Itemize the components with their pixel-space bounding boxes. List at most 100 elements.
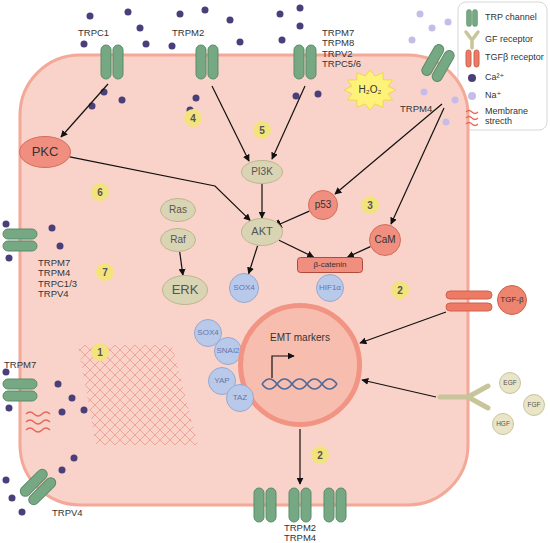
signal-arrow (272, 86, 305, 159)
callout-number: 1 (91, 343, 109, 361)
calcium-ion (6, 405, 13, 412)
sodium-ion (452, 97, 459, 104)
channel-label: TRPM2 TRPM4 (275, 523, 325, 543)
factor-circle: HIF1α (316, 274, 344, 302)
legend-text: Na⁺ (485, 91, 545, 101)
legend-text: GF receptor (485, 35, 545, 45)
kinase-oval: PI3K (241, 160, 283, 184)
node-text: Ras (169, 205, 187, 216)
signal-arrow (362, 380, 436, 397)
nucleus-shape (241, 306, 360, 425)
legend-text: Membrane strecth (485, 107, 545, 127)
calcium-ion (3, 221, 10, 228)
gf-receptor (466, 32, 478, 48)
protein-box: β-catenin (297, 257, 363, 273)
calcium-ion (237, 39, 244, 46)
channel-label: TRPM7 TRPM4 TRPC1/3 TRPV4 (38, 258, 80, 300)
nucleus: EMT markers (238, 303, 362, 427)
trp-channel (18, 467, 58, 507)
calcium-ion (57, 243, 64, 250)
node-text: p53 (315, 200, 332, 211)
callout-number: 4 (184, 109, 202, 127)
legend-swatch (468, 92, 476, 100)
signal-arrow (299, 429, 300, 484)
trp-channel (467, 10, 478, 27)
calcium-ion (59, 409, 66, 416)
trp-channel (101, 45, 123, 79)
channel-label: TRPM2 (172, 28, 212, 38)
signal-arrow (360, 312, 446, 343)
inhibition-line (280, 211, 310, 224)
tgfb-receptor (446, 303, 492, 311)
kinase-oval: Raf (160, 228, 196, 252)
signal-arrow (335, 104, 442, 194)
factor-circle-shape (215, 338, 242, 365)
callout-number: 2 (391, 281, 409, 299)
calcium-ion (87, 13, 94, 20)
kinase-oval: ERK (162, 275, 208, 305)
node-text: HGF (496, 421, 510, 428)
stress-star: H₂O₂ (343, 69, 397, 111)
calcium-ion (81, 41, 88, 48)
calcium-ion (89, 103, 96, 110)
trp-channel (420, 43, 456, 83)
calcium-ion (297, 23, 304, 30)
channel-label: TRPV4 (52, 508, 92, 518)
trp-channel (196, 45, 218, 79)
trp-channel (3, 229, 37, 251)
calcium-ion (137, 25, 144, 32)
node-text: HIF1α (319, 284, 341, 292)
factor-circle-shape (227, 385, 254, 412)
node-text: Raf (170, 235, 186, 246)
protein-oval: p53 (308, 190, 338, 220)
legend-frame (458, 2, 547, 130)
factor-circle-shape (317, 275, 344, 302)
stretch-waves (26, 428, 50, 432)
kinase-oval-shape (242, 219, 283, 246)
tgfb-receptor (466, 50, 471, 67)
calcium-ion (315, 91, 322, 98)
stretch-waves (466, 117, 478, 120)
ligand-circle-shape (493, 414, 514, 435)
stretch-waves (26, 420, 50, 424)
calcium-ion (297, 5, 304, 12)
calcium-ion (193, 95, 200, 102)
ligand-circle-shape (500, 373, 521, 394)
signal-arrow (391, 108, 444, 224)
nucleus-outline (238, 303, 362, 427)
node-text: TAZ (233, 394, 248, 402)
node-text: CaM (374, 235, 395, 246)
activation-arrow (261, 184, 262, 218)
ligand-circle: TGF-β (497, 285, 527, 315)
ligand-circle-shape (524, 395, 545, 416)
protein-oval: CaM (369, 224, 401, 256)
node-text: EMT markers (270, 333, 330, 344)
node-text: ERK (172, 283, 199, 297)
callout-number: 2 (311, 446, 329, 464)
signal-arrow (61, 84, 108, 137)
calcium-ion (69, 395, 76, 402)
ligand-circle: EGF (499, 372, 521, 394)
stress-star-shape (344, 70, 396, 110)
channel-label: TRPM4 (400, 104, 440, 114)
calcium-ion (279, 37, 286, 44)
node-text: FGF (528, 402, 541, 409)
node-text: β-catenin (313, 261, 346, 269)
signal-arrow (212, 86, 249, 161)
node-text: SOX4 (197, 329, 218, 337)
sodium-ion (421, 89, 428, 96)
calcium-ion (277, 11, 284, 18)
callout-number: 7 (96, 263, 114, 281)
calcium-ion (119, 97, 126, 104)
factor-circle: TAZ (226, 384, 254, 412)
legend-swatch (468, 74, 476, 82)
tgfb-receptor (446, 291, 492, 299)
channel-label: TRPM7 TRPM8 TRPV2 TRPC5/6 (322, 28, 364, 70)
ligand-circle: FGF (523, 394, 545, 416)
calcium-ion (3, 477, 10, 484)
kinase-oval: AKT (241, 218, 283, 246)
node-text: AKT (251, 226, 272, 238)
